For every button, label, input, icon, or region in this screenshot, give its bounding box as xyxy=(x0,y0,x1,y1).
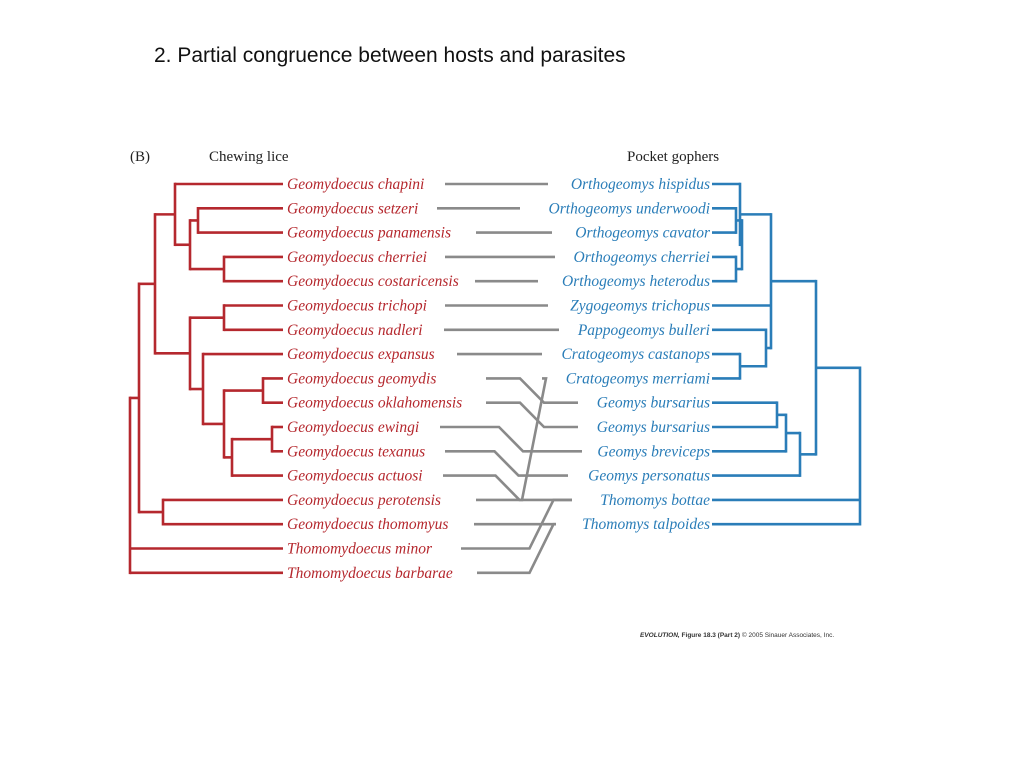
association-link xyxy=(476,377,548,502)
lice-label: Geomydoecus expansus xyxy=(287,346,435,363)
gopher-label: Orthogeomys hispidus xyxy=(571,176,710,193)
lice-label: Geomydoecus ewingi xyxy=(287,419,419,436)
slide-title: 2. Partial congruence between hosts and … xyxy=(154,44,626,67)
gopher-label: Geomys bursarius xyxy=(597,395,710,412)
gopher-label: Orthogeomys heterodus xyxy=(562,273,710,290)
gopher-label: Thomomys bottae xyxy=(600,492,710,509)
association-link xyxy=(440,425,582,453)
lice-label: Geomydoecus perotensis xyxy=(287,492,441,509)
gopher-label: Orthogeomys cavator xyxy=(575,225,711,242)
lice-label: Geomydoecus geomydis xyxy=(287,370,436,387)
association-link xyxy=(461,498,572,550)
association-link xyxy=(445,450,568,477)
lice-label: Thomomydoecus barbarae xyxy=(287,565,453,582)
gopher-label: Thomomys talpoides xyxy=(582,516,710,533)
panel-label: (B) xyxy=(130,149,150,165)
gophers-heading: Pocket gophers xyxy=(627,149,719,165)
gopher-label: Cratogeomys merriami xyxy=(566,370,710,387)
figure-credit: EVOLUTION, Figure 18.3 (Part 2) © 2005 S… xyxy=(640,632,834,639)
lice-label: Geomydoecus setzeri xyxy=(287,200,418,217)
credit-copyright: © 2005 Sinauer Associates, Inc. xyxy=(741,632,835,639)
association-link xyxy=(477,522,556,575)
lice-label: Geomydoecus cherriei xyxy=(287,249,427,266)
credit-book: EVOLUTION, xyxy=(640,632,680,639)
lice-label: Geomydoecus chapini xyxy=(287,176,424,193)
gopher-tree xyxy=(712,182,862,526)
gopher-label: Pappogeomys bulleri xyxy=(577,322,710,339)
gopher-label: Cratogeomys castanops xyxy=(561,346,710,363)
association-links xyxy=(437,182,582,575)
gopher-label: Geomys bursarius xyxy=(597,419,710,436)
lice-label: Geomydoecus oklahomensis xyxy=(287,395,462,412)
credit-figure: Figure 18.3 (Part 2) xyxy=(681,632,741,639)
lice-tree xyxy=(128,182,283,575)
lice-heading: Chewing lice xyxy=(209,149,289,165)
gopher-label: Orthogeomys cherriei xyxy=(574,249,710,266)
lice-label: Geomydoecus texanus xyxy=(287,443,425,460)
gopher-label: Geomys personatus xyxy=(588,468,710,485)
lice-label: Geomydoecus costaricensis xyxy=(287,273,459,290)
association-link xyxy=(486,401,578,429)
association-link xyxy=(443,474,572,502)
gopher-label: Geomys breviceps xyxy=(597,443,710,460)
lice-label: Thomomydoecus minor xyxy=(287,541,433,558)
association-link xyxy=(486,377,578,404)
lice-label: Geomydoecus trichopi xyxy=(287,298,427,315)
lice-label: Geomydoecus panamensis xyxy=(287,225,451,242)
lice-label: Geomydoecus nadleri xyxy=(287,322,423,339)
gopher-label: Zygogeomys trichopus xyxy=(570,298,710,315)
gopher-label: Orthogeomys underwoodi xyxy=(549,200,710,217)
lice-label: Geomydoecus thomomyus xyxy=(287,516,448,533)
lice-label: Geomydoecus actuosi xyxy=(287,468,423,485)
